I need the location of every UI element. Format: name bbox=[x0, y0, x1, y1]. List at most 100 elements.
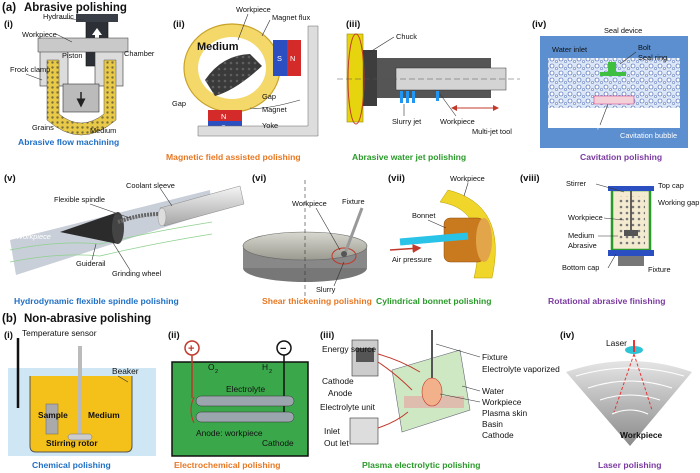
svg-text:Out let: Out let bbox=[324, 438, 349, 448]
panel-a1-abrasive-flow: (i) Hydraulic Workpiece Piston Chamber F… bbox=[4, 12, 155, 147]
svg-text:Basin: Basin bbox=[482, 419, 503, 429]
section-b-letter: (b) bbox=[2, 313, 17, 325]
svg-text:Plasma skin: Plasma skin bbox=[482, 408, 527, 418]
svg-text:S: S bbox=[277, 54, 282, 63]
svg-text:Beaker: Beaker bbox=[112, 366, 139, 376]
panel-b4-caption: Laser polishing bbox=[598, 460, 662, 470]
svg-text:Hydraulic: Hydraulic bbox=[43, 12, 74, 21]
svg-text:Anode: Anode bbox=[328, 388, 353, 398]
svg-text:Fixture: Fixture bbox=[342, 197, 365, 206]
svg-text:Slurry: Slurry bbox=[316, 285, 336, 294]
panel-a4-cavitation: (iv) Seal device Water inlet Bolt Seal r… bbox=[532, 19, 688, 162]
svg-text:2: 2 bbox=[269, 369, 272, 375]
panel-a6-shear-thickening: (vi) Workpiece Fixture Slurry Shear thic… bbox=[242, 173, 372, 306]
svg-text:Stirrer: Stirrer bbox=[566, 179, 587, 188]
svg-text:O: O bbox=[208, 362, 215, 372]
svg-text:Sample: Sample bbox=[38, 410, 68, 420]
svg-text:Bonnet: Bonnet bbox=[412, 211, 435, 220]
svg-text:Air pressure: Air pressure bbox=[392, 255, 432, 264]
svg-text:Fixture: Fixture bbox=[648, 265, 671, 274]
svg-text:Anode: workpiece: Anode: workpiece bbox=[196, 428, 263, 438]
svg-text:Stirring rotor: Stirring rotor bbox=[46, 438, 98, 448]
svg-text:Electrolyte vaporized: Electrolyte vaporized bbox=[482, 364, 560, 374]
svg-text:Bolt: Bolt bbox=[638, 43, 651, 52]
svg-text:Workpiece: Workpiece bbox=[440, 117, 475, 126]
svg-text:Chamber: Chamber bbox=[124, 49, 155, 58]
panel-a8-caption: Rotational abrasive finishing bbox=[548, 296, 665, 306]
svg-text:Working gap: Working gap bbox=[658, 198, 699, 207]
panel-b4-laser: (iv) Laser Workpiece Laser polishing bbox=[560, 330, 692, 470]
panel-a2-magnetic-field: (ii) Medium S N N S Workpiece Magnet flu… bbox=[166, 5, 319, 162]
panel-a7-bonnet: (vii) Workpiece Bonnet Air pressure Cyli… bbox=[376, 173, 496, 306]
svg-text:Cavitation bubble: Cavitation bubble bbox=[620, 131, 677, 140]
svg-text:Fixture: Fixture bbox=[482, 352, 508, 362]
svg-text:Slurry jet: Slurry jet bbox=[392, 117, 421, 126]
svg-text:Abrasive: Abrasive bbox=[568, 241, 597, 250]
svg-text:Medium: Medium bbox=[568, 231, 594, 240]
panel-a3-num: (iii) bbox=[346, 19, 360, 30]
svg-text:Energy source: Energy source bbox=[322, 344, 376, 354]
svg-text:Medium: Medium bbox=[197, 41, 239, 53]
svg-text:Workpiece: Workpiece bbox=[580, 121, 615, 130]
svg-text:Water inlet: Water inlet bbox=[552, 45, 587, 54]
panel-a3-caption: Abrasive water jet polishing bbox=[352, 152, 466, 162]
svg-text:Workpiece: Workpiece bbox=[22, 30, 57, 39]
panel-a1-caption: Abrasive flow machining bbox=[18, 137, 119, 147]
svg-text:Magnet: Magnet bbox=[262, 105, 287, 114]
svg-text:Chuck: Chuck bbox=[396, 32, 417, 41]
svg-text:Workpiece: Workpiece bbox=[450, 174, 485, 183]
svg-text:Yoke: Yoke bbox=[262, 121, 278, 130]
svg-text:Cathode: Cathode bbox=[482, 430, 514, 440]
svg-text:Cathode: Cathode bbox=[322, 376, 354, 386]
panel-b2-electrochemical: (ii) + − O 2 H 2 Electrolyte Anode: work… bbox=[168, 330, 309, 470]
svg-text:Workpiece: Workpiece bbox=[482, 397, 522, 407]
panel-b2-caption: Electrochemical polishing bbox=[174, 460, 281, 470]
svg-text:Cathode: Cathode bbox=[262, 438, 294, 448]
panel-a5-flexible-spindle: (v) Coolant sleeve Flexible spindle Work… bbox=[4, 173, 245, 306]
svg-text:Laser: Laser bbox=[606, 338, 627, 348]
panel-a7-caption: Cylindrical bonnet polishing bbox=[376, 296, 492, 306]
panel-a7-num: (vii) bbox=[388, 173, 405, 184]
section-a-title: Abrasive polishing bbox=[24, 2, 127, 14]
panel-a8-rotational: (viii) Stirrer Top cap Working gap Workp… bbox=[520, 173, 699, 306]
panel-a6-caption: Shear thickening polishing bbox=[262, 296, 372, 306]
svg-text:2: 2 bbox=[215, 369, 218, 375]
panel-a1-num: (i) bbox=[4, 19, 13, 30]
svg-text:Water: Water bbox=[482, 386, 504, 396]
panel-a6-num: (vi) bbox=[252, 173, 266, 184]
svg-text:Piston: Piston bbox=[62, 51, 83, 60]
svg-text:Grinding wheel: Grinding wheel bbox=[112, 269, 162, 278]
svg-text:Guiderail: Guiderail bbox=[76, 259, 106, 268]
svg-text:Top cap: Top cap bbox=[658, 181, 684, 190]
svg-text:−: − bbox=[280, 343, 286, 355]
panel-a2-caption: Magnetic field assisted polishing bbox=[166, 152, 301, 162]
svg-text:N: N bbox=[221, 112, 226, 121]
svg-text:Workpiece: Workpiece bbox=[568, 213, 603, 222]
svg-text:Magnet flux: Magnet flux bbox=[272, 13, 311, 22]
svg-text:Bottom cap: Bottom cap bbox=[562, 263, 599, 272]
panel-b1-chemical: (i) Temperature sensor Beaker Sample Med… bbox=[4, 328, 156, 470]
svg-text:H: H bbox=[262, 362, 268, 372]
svg-text:Flexible spindle: Flexible spindle bbox=[54, 195, 105, 204]
panel-b3-num: (iii) bbox=[320, 330, 334, 341]
svg-text:Electrolyte: Electrolyte bbox=[226, 384, 265, 394]
svg-text:Gap: Gap bbox=[262, 92, 276, 101]
svg-text:Inlet: Inlet bbox=[324, 426, 341, 436]
svg-text:Medium: Medium bbox=[90, 126, 116, 135]
svg-text:Workpiece: Workpiece bbox=[236, 5, 271, 14]
panel-b4-num: (iv) bbox=[560, 330, 574, 341]
svg-text:Multi-jet tool: Multi-jet tool bbox=[472, 127, 512, 136]
panel-a4-num: (iv) bbox=[532, 19, 546, 30]
section-b-title: Non-abrasive polishing bbox=[24, 313, 151, 325]
section-a-letter: (a) bbox=[2, 2, 16, 14]
svg-text:Frock clamp: Frock clamp bbox=[10, 65, 50, 74]
svg-text:Medium: Medium bbox=[88, 410, 120, 420]
svg-text:Workpiece: Workpiece bbox=[16, 232, 51, 241]
svg-text:Seal ring: Seal ring bbox=[638, 53, 667, 62]
svg-text:Workpiece: Workpiece bbox=[620, 430, 663, 440]
svg-text:Grains: Grains bbox=[32, 123, 54, 132]
panel-a3-water-jet: (iii) Chuck Slurry jet Workpiece Multi-j… bbox=[337, 19, 520, 162]
svg-text:Seal device: Seal device bbox=[604, 26, 642, 35]
panel-b2-num: (ii) bbox=[168, 330, 180, 341]
